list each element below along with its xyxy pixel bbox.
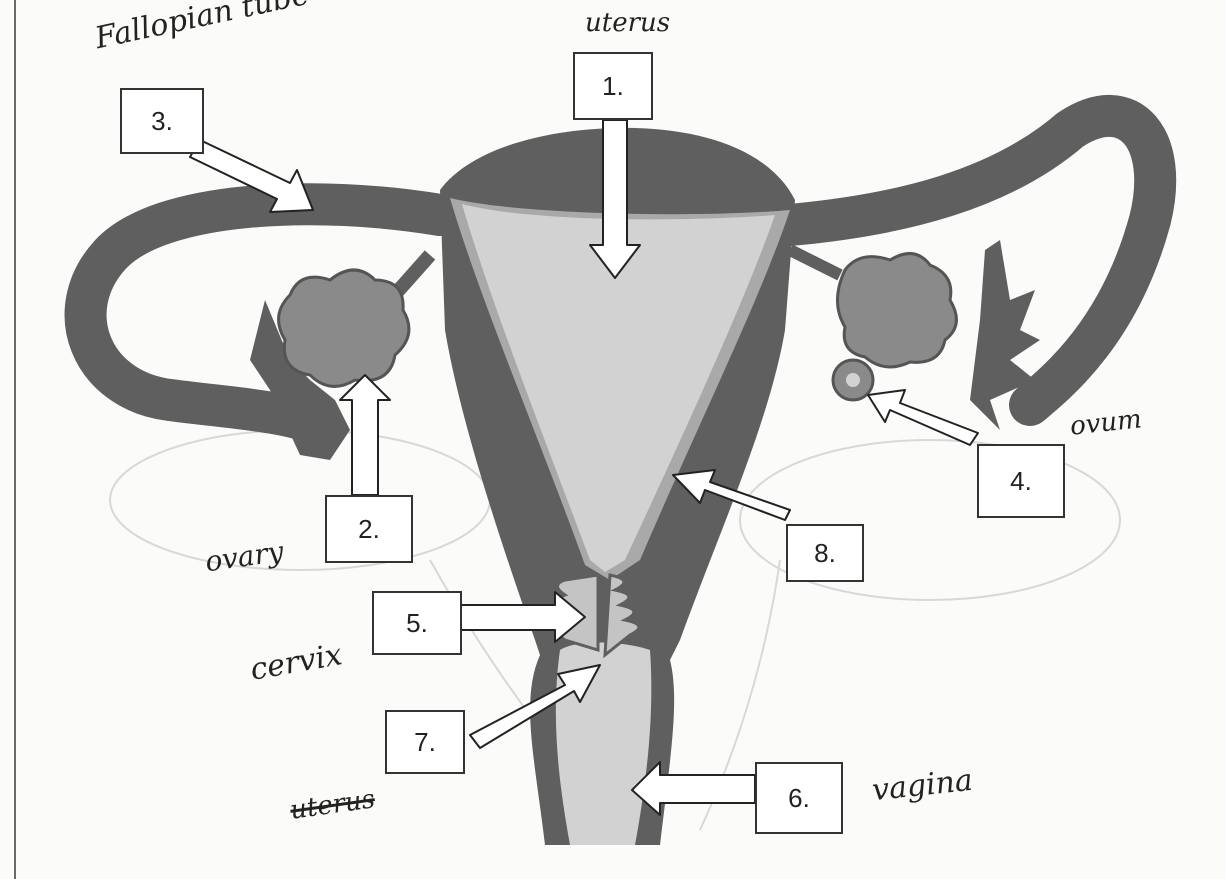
label-box-6: 6. — [755, 762, 843, 834]
label-box-8: 8. — [786, 524, 864, 582]
handwritten-uterus: uterus — [585, 8, 670, 38]
left-ovary — [279, 270, 409, 386]
arrow-4 — [868, 390, 978, 445]
label-box-2: 2. — [325, 495, 413, 563]
arrow-2 — [340, 375, 390, 495]
label-box-4: 4. — [977, 444, 1065, 518]
label-box-5: 5. — [372, 591, 462, 655]
label-box-7: 7. — [385, 710, 465, 774]
label-box-3: 3. — [120, 88, 204, 154]
right-ovary — [838, 254, 957, 367]
label-box-1: 1. — [573, 52, 653, 120]
